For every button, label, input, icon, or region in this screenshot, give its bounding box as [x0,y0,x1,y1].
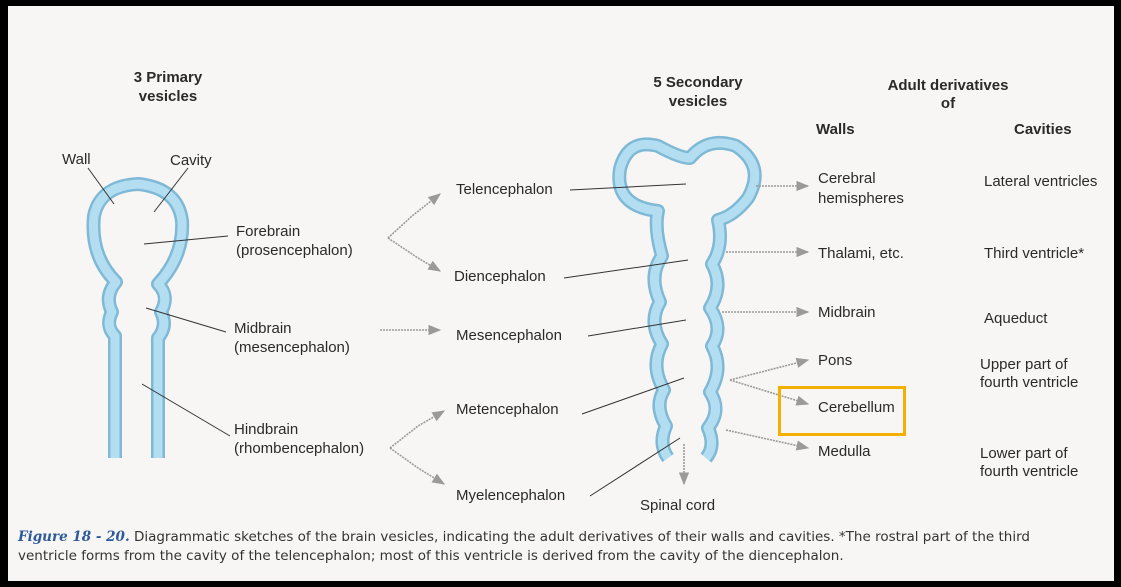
caption-text-line1: Diagrammatic sketches of the brain vesic… [130,529,1030,545]
wall-pons: Pons [818,351,852,370]
cavity-lower-line1: Lower part of [980,444,1068,463]
figure-page: 3 Primary vesicles 5 Secondary vesicles … [8,6,1114,581]
diencephalon-label: Diencephalon [454,267,546,286]
hindbrain-latin-label: (rhombencephalon) [234,439,364,458]
wall-cerebral-line1: Cerebral [818,169,876,188]
wall-cerebral-line2: hemispheres [818,189,904,208]
midbrain-latin-label: (mesencephalon) [234,338,350,357]
midbrain-label: Midbrain [234,319,292,338]
figure-caption: Figure 18 - 20. Diagrammatic sketches of… [18,528,1114,566]
cerebellum-highlight-box [778,386,906,436]
cavity-lower-line2: fourth ventricle [980,462,1078,481]
adult-heading-line1: Adult derivatives [848,76,1048,95]
walls-heading: Walls [816,120,855,139]
cavity-lateral: Lateral ventricles [984,172,1097,191]
wall-thalami: Thalami, etc. [818,244,904,263]
spinal-cord-label: Spinal cord [640,496,715,515]
wall-label: Wall [62,150,91,169]
cavity-label: Cavity [170,151,212,170]
metencephalon-label: Metencephalon [456,400,559,419]
secondary-heading-line2: vesicles [628,92,768,111]
wall-medulla: Medulla [818,442,871,461]
cavities-heading: Cavities [1014,120,1072,139]
secondary-vesicle-tube [619,143,754,458]
primary-to-secondary-arrows [380,194,444,484]
adult-heading-line2: of [848,94,1048,113]
cavity-aqueduct: Aqueduct [984,309,1047,328]
cavity-upper-line2: fourth ventricle [980,373,1078,392]
wall-midbrain: Midbrain [818,303,876,322]
caption-line2: ventricle forms from the cavity of the t… [18,547,1114,566]
forebrain-label: Forebrain [236,222,300,241]
cavity-third: Third ventricle* [984,244,1084,263]
primary-heading-line1: 3 Primary [108,68,228,87]
secondary-heading-line1: 5 Secondary [628,73,768,92]
telencephalon-label: Telencephalon [456,180,553,199]
myelencephalon-label: Myelencephalon [456,486,565,505]
primary-heading-line2: vesicles [108,87,228,106]
caption-line1: Figure 18 - 20. Diagrammatic sketches of… [18,528,1114,547]
cavity-upper-line1: Upper part of [980,355,1068,374]
hindbrain-label: Hindbrain [234,420,298,439]
forebrain-latin-label: (prosencephalon) [236,241,353,260]
mesencephalon-label: Mesencephalon [456,326,562,345]
figure-label: Figure 18 - 20. [18,529,130,545]
